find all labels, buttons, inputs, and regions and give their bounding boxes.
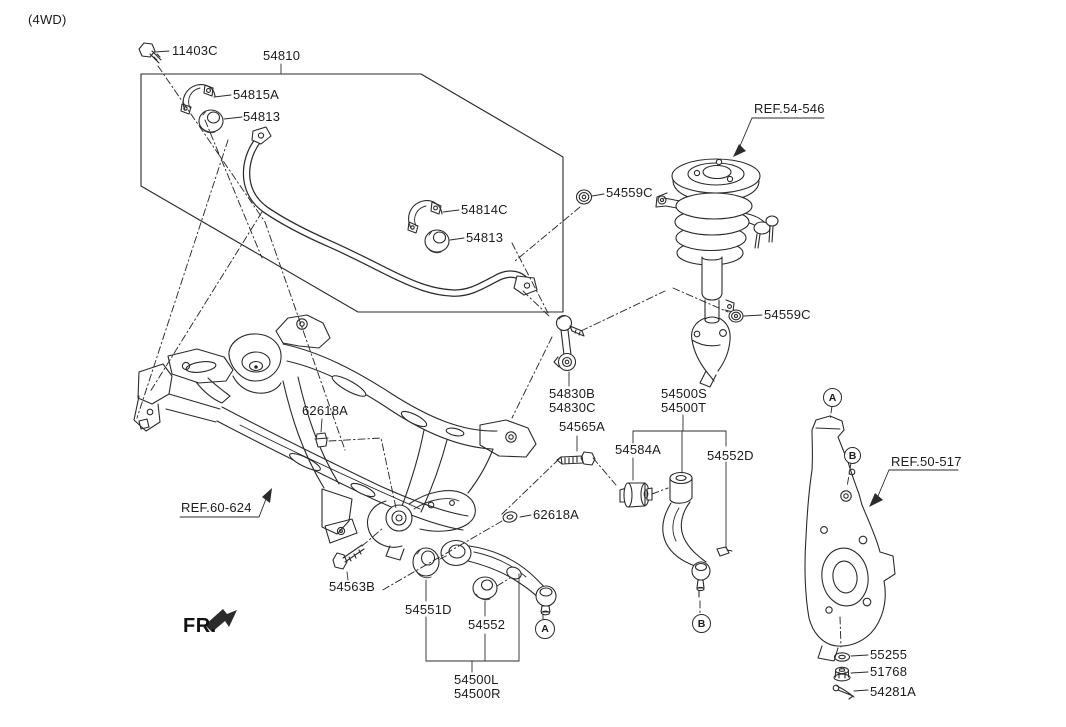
part-label-54281A[interactable]: 54281A xyxy=(870,684,917,699)
fastener-drawings xyxy=(138,42,744,570)
part-label-54552[interactable]: 54552 xyxy=(468,617,506,632)
part-label-54500R[interactable]: 54500R xyxy=(454,685,501,701)
view-marker-a-knuckle: A xyxy=(823,388,842,407)
part-label-54830B[interactable]: 54830B xyxy=(549,386,596,401)
part-label-54552D[interactable]: 54552D xyxy=(707,448,754,463)
part-label-54565A[interactable]: 54565A xyxy=(559,419,606,434)
ref-label-crossmember[interactable]: REF.60-624 xyxy=(181,500,252,515)
part-label-54813-right[interactable]: 54813 xyxy=(466,230,504,245)
ref-label-strut[interactable]: REF.54-546 xyxy=(754,101,825,116)
fastener-stack-drawing xyxy=(832,652,855,700)
bushing-54584A-drawing xyxy=(619,482,653,508)
part-label-54584A[interactable]: 54584A xyxy=(615,442,662,457)
construction-lines xyxy=(136,65,852,648)
bar-clamp-bushing-drawings xyxy=(180,84,450,254)
ref-label-knuckle[interactable]: REF.50-517 xyxy=(891,454,962,469)
part-label-54563B[interactable]: 54563B xyxy=(329,579,376,594)
knuckle-drawing xyxy=(804,415,896,662)
part-label-54830C[interactable]: 54830C xyxy=(549,399,596,415)
assembly-box xyxy=(140,63,564,313)
part-label-54810[interactable]: 54810 xyxy=(263,48,301,63)
part-label-11403C[interactable]: 11403C xyxy=(172,43,218,58)
front-direction-label: FR. xyxy=(183,615,217,637)
front-direction-arrow-icon xyxy=(205,609,237,632)
part-label-62618A-upper[interactable]: 62618A xyxy=(302,403,349,418)
view-marker-a-arm: A xyxy=(535,619,555,639)
part-label-55255[interactable]: 55255 xyxy=(870,647,908,662)
variant-note: (4WD) xyxy=(28,12,67,27)
part-label-54500S[interactable]: 54500S xyxy=(661,386,708,401)
view-marker-b-knuckle: B xyxy=(844,447,861,464)
part-label-54500L[interactable]: 54500L xyxy=(454,672,499,687)
part-label-54559C-upper[interactable]: 54559C xyxy=(606,185,653,200)
part-label-54551D[interactable]: 54551D xyxy=(405,602,452,617)
part-label-62618A-lower[interactable]: 62618A xyxy=(533,507,580,522)
part-label-54559C-lower[interactable]: 54559C xyxy=(764,307,811,322)
stabilizer-bar-drawing xyxy=(242,126,538,297)
part-label-54500T[interactable]: 54500T xyxy=(661,399,707,415)
crossmember-drawing xyxy=(133,314,537,561)
strut-drawing xyxy=(655,158,779,388)
part-label-54813-left[interactable]: 54813 xyxy=(243,109,281,124)
leader-lines xyxy=(154,50,959,692)
part-label-54814C[interactable]: 54814C xyxy=(461,202,508,217)
view-marker-b-arm: B xyxy=(692,614,711,633)
lower-arm-front-drawing xyxy=(412,539,557,616)
part-label-54815A[interactable]: 54815A xyxy=(233,87,280,102)
lower-arm-rear-drawing xyxy=(662,471,711,598)
part-label-51768[interactable]: 51768 xyxy=(870,664,908,679)
stabilizer-link-drawing xyxy=(553,314,585,372)
